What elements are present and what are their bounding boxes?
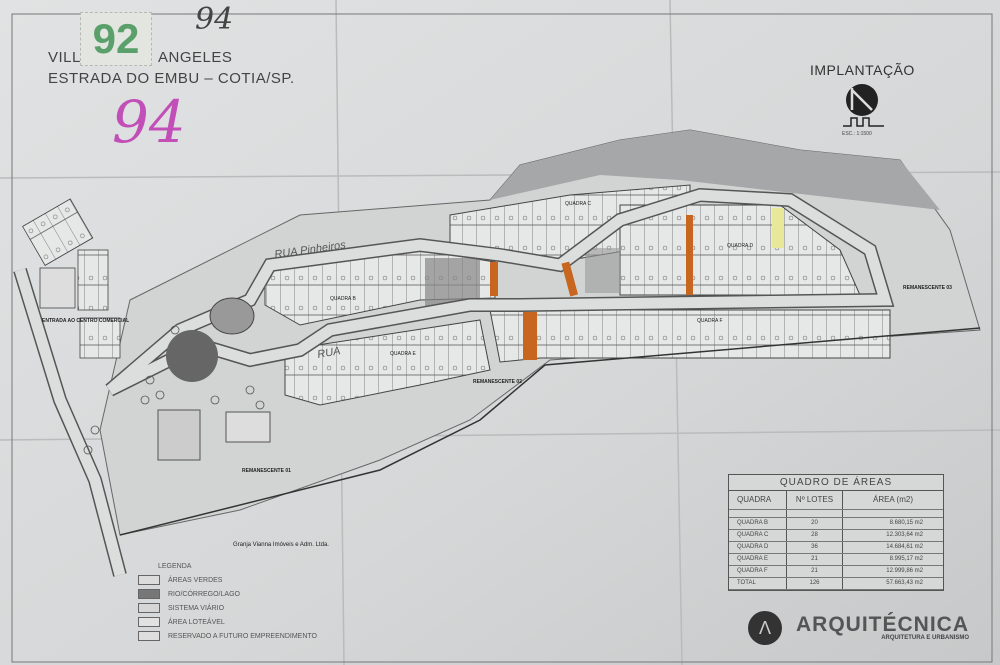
owner-label: Granja Vianna Imóveis e Adm. Ltda. <box>233 542 329 548</box>
cell-quadra: QUADRA B <box>729 518 787 529</box>
legend-item: SISTEMA VIÁRIO <box>138 601 317 615</box>
areas-table-title: QUADRO DE ÁREAS <box>729 475 943 491</box>
scale-bar <box>843 117 884 127</box>
title-suffix: ANGELES <box>158 49 233 66</box>
cell-lotes: 28 <box>787 530 843 541</box>
legend-item: RIO/CÓRREGO/LAGO <box>138 587 317 601</box>
remanescente-03-label: REMANESCENTE 03 <box>903 285 952 291</box>
cell-lotes: 21 <box>787 554 843 565</box>
quadra-f-label: QUADRA F <box>697 318 723 324</box>
orange-strips <box>490 215 693 360</box>
legend-title: LEGENDA <box>158 563 192 570</box>
cell-lotes: 20 <box>787 518 843 529</box>
cell-area: 8.680,15 m2 <box>889 520 923 526</box>
cell-area: 8.995,17 m2 <box>889 556 923 562</box>
table-header: QUADRA Nº LOTES ÁREA (m2) <box>729 491 943 510</box>
areas-table: QUADRO DE ÁREAS QUADRA Nº LOTES ÁREA (m2… <box>728 474 944 591</box>
remanescente-02-label: REMANESCENTE 02 <box>473 379 522 385</box>
street-label: RUA <box>316 345 341 361</box>
quadra-b-label: QUADRA B <box>330 296 357 302</box>
header-lotes: Nº LOTES <box>787 491 843 509</box>
cell-lotes: 126 <box>787 578 843 589</box>
cell-area: 14.684,61 m2 <box>886 544 923 550</box>
title-prefix: VILL <box>48 49 81 66</box>
cell-lotes: 21 <box>787 566 843 577</box>
handwritten-page-number-large: 94 <box>112 88 186 156</box>
legend-label: RIO/CÓRREGO/LAGO <box>168 590 240 598</box>
firm-name: ARQUITÉCNICA <box>796 613 969 636</box>
legend-item: ÁREAS VERDES <box>138 573 317 587</box>
cell-area: 57.663,43 m2 <box>886 580 923 586</box>
scale-label: ESC.: 1:1500 <box>842 131 872 137</box>
roads <box>13 187 981 577</box>
legend-label: ÁREA LOTEÁVEL <box>168 618 225 626</box>
cell-quadra: QUADRA E <box>729 554 787 565</box>
firm-logo: Λ ARQUITÉCNICA ARQUITETURA E URBANISMO <box>748 611 969 645</box>
park-area <box>83 297 271 461</box>
implantacao-title: IMPLANTAÇÃO <box>810 62 915 78</box>
commercial-center <box>22 198 121 359</box>
firm-tagline: ARQUITETURA E URBANISMO <box>881 635 969 641</box>
legend-item: ÁREA LOTEÁVEL <box>138 615 317 629</box>
header-quadra: QUADRA <box>729 491 787 509</box>
address: ESTRADA DO EMBU – COTIA/SP. <box>48 70 295 87</box>
legend-swatch <box>138 603 160 613</box>
legend-swatch <box>138 589 160 599</box>
legend-swatch <box>138 631 160 641</box>
legend: LEGENDA ÁREAS VERDES RIO/CÓRREGO/LAGO SIST… <box>138 563 317 643</box>
cell-area: 12.999,86 m2 <box>886 568 923 574</box>
cell-quadra: TOTAL <box>729 578 787 589</box>
entrance-label: ENTRADA AO CENTRO COMERCIAL <box>42 318 129 324</box>
north-arrow-icon: ESC.: 1:1500 <box>842 84 884 137</box>
hatched-terrain <box>490 130 940 210</box>
legend-label: SISTEMA VIÁRIO <box>168 604 225 612</box>
cell-quadra: QUADRA C <box>729 530 787 541</box>
legend-label: ÁREAS VERDES <box>168 576 223 584</box>
cell-quadra: QUADRA D <box>729 542 787 553</box>
legend-item: RESERVADO A FUTURO EMPREENDIMENTO <box>138 629 317 643</box>
cell-quadra: QUADRA F <box>729 566 787 577</box>
quadra-c-label: QUADRA C <box>565 201 592 207</box>
cell-area: 12.303,64 m2 <box>886 532 923 538</box>
header-area: ÁREA (m2) <box>872 495 913 504</box>
quadra-e-label: QUADRA E <box>390 351 417 357</box>
legend-swatch <box>138 617 160 627</box>
handwritten-page-number: 94 <box>195 2 234 37</box>
page-stamp: 92 <box>80 12 152 66</box>
lots <box>264 184 891 406</box>
firm-logo-icon: Λ <box>748 611 782 645</box>
legend-swatch <box>138 575 160 585</box>
legend-label: RESERVADO A FUTURO EMPREENDIMENTO <box>168 632 317 640</box>
quadra-d-label: QUADRA D <box>727 243 754 249</box>
remanescente-01-label: REMANESCENTE 01 <box>242 468 291 474</box>
cell-lotes: 36 <box>787 542 843 553</box>
